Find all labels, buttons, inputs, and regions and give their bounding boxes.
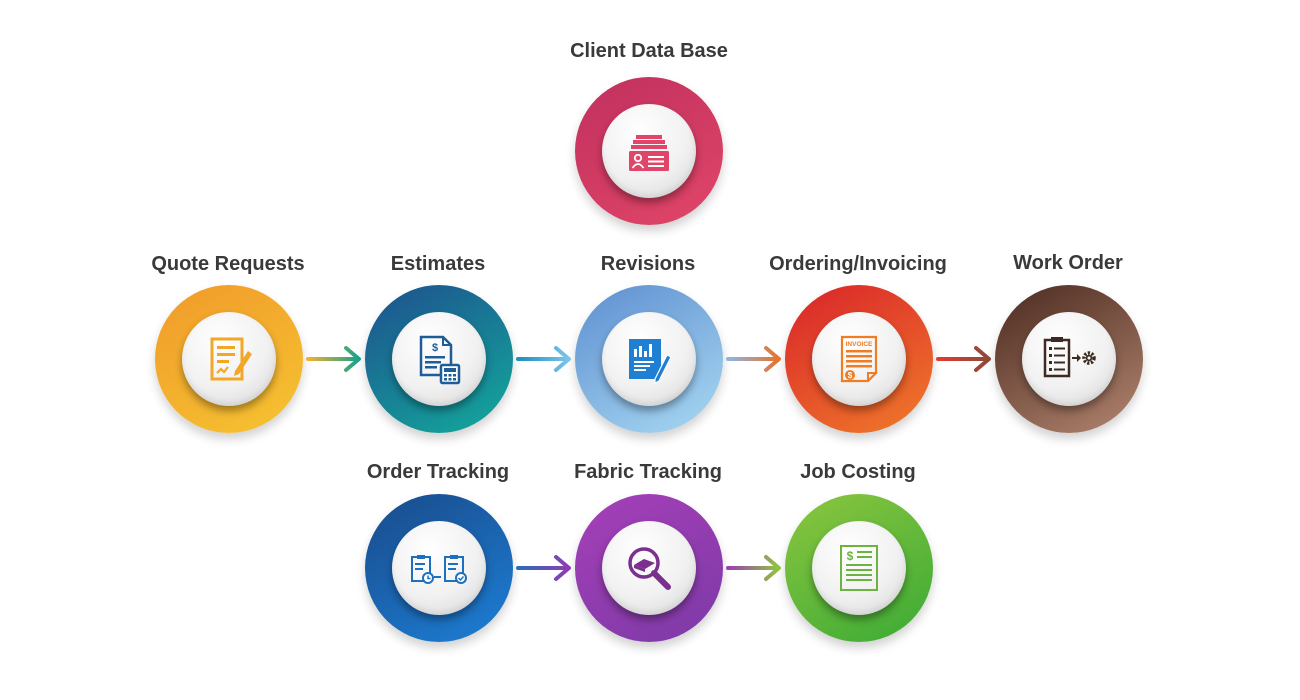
node-label-revisions: Revisions xyxy=(600,253,696,275)
node-inner-disc xyxy=(602,312,696,406)
arrow-revisions-to-ordering xyxy=(726,346,781,372)
dollar-sign-glyph: $ xyxy=(847,549,854,563)
node-label-quote-requests: Quote Requests xyxy=(151,253,305,275)
invoice-glyph-text: INVOICE xyxy=(846,341,873,348)
node-label-client-data-base: Client Data Base xyxy=(570,40,728,62)
node-inner-disc xyxy=(182,312,276,406)
clipboard-clock-check-icon xyxy=(411,555,467,584)
node-order-tracking[interactable] xyxy=(365,494,513,642)
form-pen-icon xyxy=(210,337,252,381)
node-inner-disc: INVOICE $ xyxy=(812,312,906,406)
chart-document-pen-icon xyxy=(629,339,672,384)
node-label-job-costing: Job Costing xyxy=(800,461,916,483)
node-fabric-tracking[interactable] xyxy=(575,494,723,642)
node-label-fabric-tracking: Fabric Tracking xyxy=(574,461,722,483)
arrow-order-tracking-to-fabric-tracking xyxy=(516,555,571,581)
node-inner-disc xyxy=(392,521,486,615)
node-inner-disc xyxy=(1022,312,1116,406)
node-label-ordering-invoicing: Ordering/Invoicing xyxy=(769,253,947,275)
arrow-quote-to-estimates xyxy=(306,346,361,372)
node-label-estimates: Estimates xyxy=(390,253,486,275)
node-client-data-base[interactable] xyxy=(575,77,723,225)
arrow-estimates-to-revisions xyxy=(516,346,571,372)
costing-document-icon: $ xyxy=(840,545,878,591)
node-revisions[interactable] xyxy=(575,285,723,433)
node-estimates[interactable]: $ xyxy=(365,285,513,433)
node-label-order-tracking: Order Tracking xyxy=(366,461,510,483)
node-inner-disc: $ xyxy=(812,521,906,615)
node-inner-disc: $ xyxy=(392,312,486,406)
arrow-fabric-tracking-to-job-costing xyxy=(726,555,781,581)
contact-card-icon xyxy=(629,135,669,171)
node-work-order[interactable] xyxy=(995,285,1143,433)
node-inner-disc xyxy=(602,104,696,198)
dollar-sign-glyph: $ xyxy=(432,342,438,354)
clipboard-gear-icon xyxy=(1043,337,1096,378)
node-inner-disc xyxy=(602,521,696,615)
node-ordering-invoicing[interactable]: INVOICE $ xyxy=(785,285,933,433)
invoice-icon: INVOICE $ xyxy=(840,335,878,383)
node-quote-requests[interactable] xyxy=(155,285,303,433)
dollar-sign-glyph: $ xyxy=(848,371,853,380)
arrow-ordering-to-work-order xyxy=(936,346,991,372)
magnifier-fabric-icon xyxy=(628,547,671,590)
document-calculator-icon: $ xyxy=(419,335,461,385)
node-job-costing[interactable]: $ xyxy=(785,494,933,642)
node-label-work-order: Work Order xyxy=(1013,252,1123,274)
